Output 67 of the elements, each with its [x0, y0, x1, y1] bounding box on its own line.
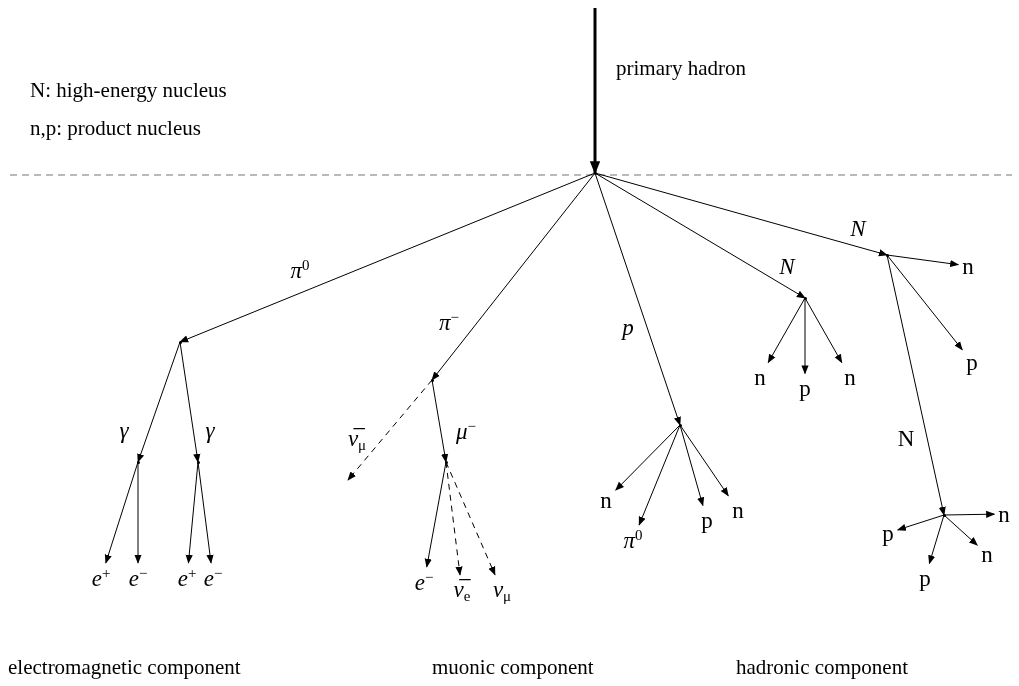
particle-label: e$^{+}$: [177, 565, 197, 591]
particle-track-arrow: [615, 424, 681, 491]
particle-track-arrow: [896, 514, 945, 531]
interaction-vertex: [136, 460, 140, 464]
legend-note: n,p: product nucleus: [30, 118, 201, 139]
particle-label: e$^{−}$: [128, 565, 148, 591]
particle-label: p: [799, 376, 811, 400]
particle-label: π$^{0}$: [623, 527, 643, 553]
interaction-vertex: [593, 171, 597, 175]
particle-track-arrow: [197, 461, 214, 564]
interaction-vertex: [196, 460, 200, 464]
particle-track-arrow: [431, 172, 596, 381]
particle-track-arrow: [134, 461, 142, 564]
particle-track-arrow: [801, 297, 809, 375]
particle-track-arrow: [594, 172, 681, 426]
component-caption: electromagnetic component: [8, 657, 241, 678]
particle-label: n: [981, 542, 993, 566]
particle-track-arrow: [104, 461, 139, 564]
particle-track-arrow: [804, 297, 843, 364]
particle-track-arrow: [886, 254, 963, 351]
particle-label: n: [600, 488, 612, 512]
particle-track-arrow: [424, 461, 447, 568]
interaction-vertex: [942, 513, 946, 517]
particle-track-arrow: [589, 8, 601, 175]
particle-track-arrow: [347, 379, 433, 481]
particle-track-arrow: [445, 461, 463, 576]
particle-track-arrow: [943, 510, 996, 518]
interaction-vertex: [444, 460, 448, 464]
interaction-vertex: [885, 253, 889, 257]
particle-label: n: [962, 254, 974, 278]
particle-label: p: [701, 508, 713, 532]
interaction-vertex: [678, 423, 682, 427]
legend-note: N: high-energy nucleus: [30, 80, 227, 101]
edge-label: ν̅$_{μ}$: [346, 426, 368, 454]
interaction-vertex: [178, 340, 182, 344]
particle-label: p: [882, 521, 894, 545]
particle-track-arrow: [679, 424, 705, 507]
particle-track-arrow: [594, 172, 888, 257]
particle-label: p: [966, 350, 978, 374]
particle-track-arrow: [886, 254, 960, 268]
particle-track-arrow: [179, 341, 201, 463]
particle-track-arrow: [679, 424, 729, 497]
particle-track-arrow: [137, 341, 181, 463]
component-caption: hadronic component: [736, 657, 909, 678]
particle-label: e$^{+}$: [91, 565, 111, 591]
interaction-vertex: [430, 378, 434, 382]
particle-label: n: [732, 498, 744, 522]
particle-track-arrow: [594, 172, 806, 299]
particle-track-arrow: [445, 461, 496, 576]
component-caption: muonic component: [432, 657, 594, 678]
particle-label: ν$_{μ}$: [492, 577, 512, 605]
particle-label: ν̅$_{e}$: [453, 577, 471, 605]
particle-label: n: [844, 365, 856, 389]
particle-track-arrow: [943, 514, 978, 546]
particle-track-arrow: [431, 379, 449, 463]
particle-label: e$^{−}$: [203, 565, 223, 591]
interaction-vertex: [803, 296, 807, 300]
particle-track-arrow: [886, 254, 946, 516]
particle-track-arrow: [638, 424, 681, 526]
particle-track-arrow: [928, 514, 945, 565]
particle-label: n: [754, 365, 766, 389]
particle-track-arrow: [185, 461, 199, 564]
particle-label: p: [919, 566, 931, 590]
particle-track-arrow: [767, 297, 806, 364]
particle-track-arrow: [179, 172, 596, 343]
particle-label: e$^{−}$: [414, 569, 434, 595]
particle-label: n: [998, 502, 1010, 526]
